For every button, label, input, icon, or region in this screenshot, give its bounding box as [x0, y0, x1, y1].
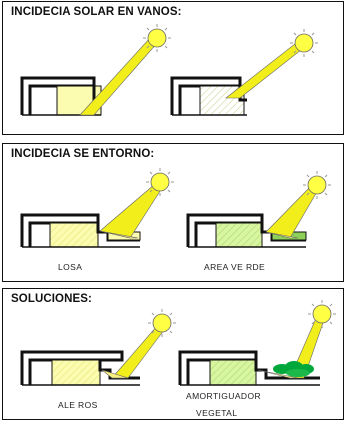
sun-ray — [225, 39, 307, 99]
caption-losa: LOSA — [58, 262, 83, 272]
sun-icon — [308, 300, 336, 328]
caption-vegetal: VEGETAL — [196, 408, 238, 418]
sun-ray — [265, 185, 319, 239]
panel-title: INCIDECIA SE ENTORNO: — [11, 148, 155, 160]
building-section — [178, 350, 320, 386]
panel-title: SOLUCIONES: — [11, 293, 92, 305]
sun-icon — [303, 171, 331, 199]
caption-amortiguador: AMORTIGUADOR — [186, 391, 262, 401]
building-section — [20, 350, 140, 386]
caption-aleros: ALE ROS — [58, 400, 98, 410]
sun-icon — [143, 24, 171, 52]
caption-area-verde: AREA VE RDE — [204, 262, 266, 272]
reflected-ray — [265, 231, 299, 239]
sun-ray — [99, 183, 163, 239]
sun-icon — [146, 168, 174, 196]
reflected-ray — [99, 230, 139, 239]
reflected-ray — [101, 369, 129, 379]
sun-icon — [290, 29, 318, 57]
vegetation-icon — [273, 361, 314, 377]
sun-icon — [148, 309, 176, 337]
panel-title: INCIDECIA SOLAR EN VANOS: — [11, 6, 182, 18]
reflected-ray — [257, 369, 299, 379]
panel-solutions: SOLUCIONES: — [2, 288, 344, 420]
